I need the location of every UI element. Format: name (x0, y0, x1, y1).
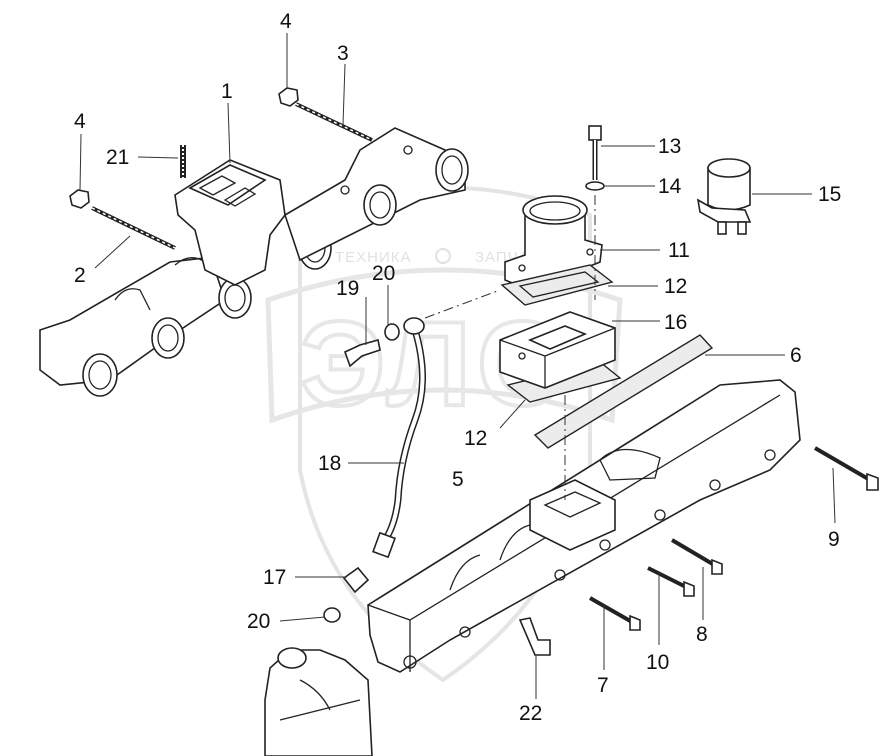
callout-21: 21 (106, 146, 129, 169)
sealing-washer-lower (323, 607, 341, 623)
callout-4-left: 4 (74, 110, 86, 133)
callout-12-lower: 12 (464, 427, 487, 450)
callout-4-top: 4 (280, 10, 292, 33)
callout-11: 11 (668, 239, 690, 262)
manifold-gasket (533, 334, 714, 449)
callout-12-upper: 12 (664, 275, 687, 298)
callout-labels: 1 2 3 4 4 5 6 7 8 9 10 11 12 12 13 14 15… (74, 10, 841, 725)
banjo-bolt (344, 338, 381, 368)
gasket-upper (500, 264, 614, 306)
callout-13: 13 (658, 135, 681, 158)
callout-1: 1 (221, 80, 233, 103)
hex-nut-left (69, 189, 90, 209)
leader-lines (79, 33, 836, 699)
callout-20-upper: 20 (372, 262, 395, 285)
manifold-section-right (284, 127, 469, 262)
oil-hose-assembly (323, 317, 426, 623)
manifold-section-center (174, 159, 332, 286)
banjo-fitting (403, 317, 425, 335)
pressure-sensor (696, 158, 752, 235)
callout-6: 6 (790, 344, 802, 367)
manifold-bolts (589, 446, 879, 631)
callout-20-lower: 20 (247, 610, 270, 633)
callout-17: 17 (263, 566, 286, 589)
callout-16: 16 (664, 311, 687, 334)
callout-18: 18 (318, 452, 341, 475)
callout-8: 8 (696, 623, 708, 646)
callout-19: 19 (336, 277, 359, 300)
callout-14: 14 (658, 175, 682, 198)
callout-7: 7 (597, 674, 609, 697)
callout-5: 5 (452, 468, 464, 491)
manifold-section-left (39, 257, 252, 397)
callout-2: 2 (74, 264, 86, 287)
axis-line (424, 289, 501, 319)
turbocharger-fragment (264, 647, 373, 756)
sealing-washer-upper (384, 323, 400, 341)
bolt-and-washer (585, 125, 605, 300)
watermark-brand-left: ТЕХНИКА (335, 249, 412, 266)
exhaust-manifold-main (367, 379, 801, 673)
gear-icon (435, 248, 451, 264)
manifold-studs (69, 87, 373, 250)
mounting-bracket (518, 617, 551, 656)
callout-10: 10 (646, 651, 669, 674)
adapter-block (499, 311, 616, 389)
callout-9: 9 (828, 528, 840, 551)
hose-adapter (342, 566, 370, 594)
callout-15: 15 (818, 183, 841, 206)
hex-nut-top (278, 87, 299, 107)
callout-22: 22 (519, 702, 542, 725)
callout-3: 3 (337, 42, 349, 65)
